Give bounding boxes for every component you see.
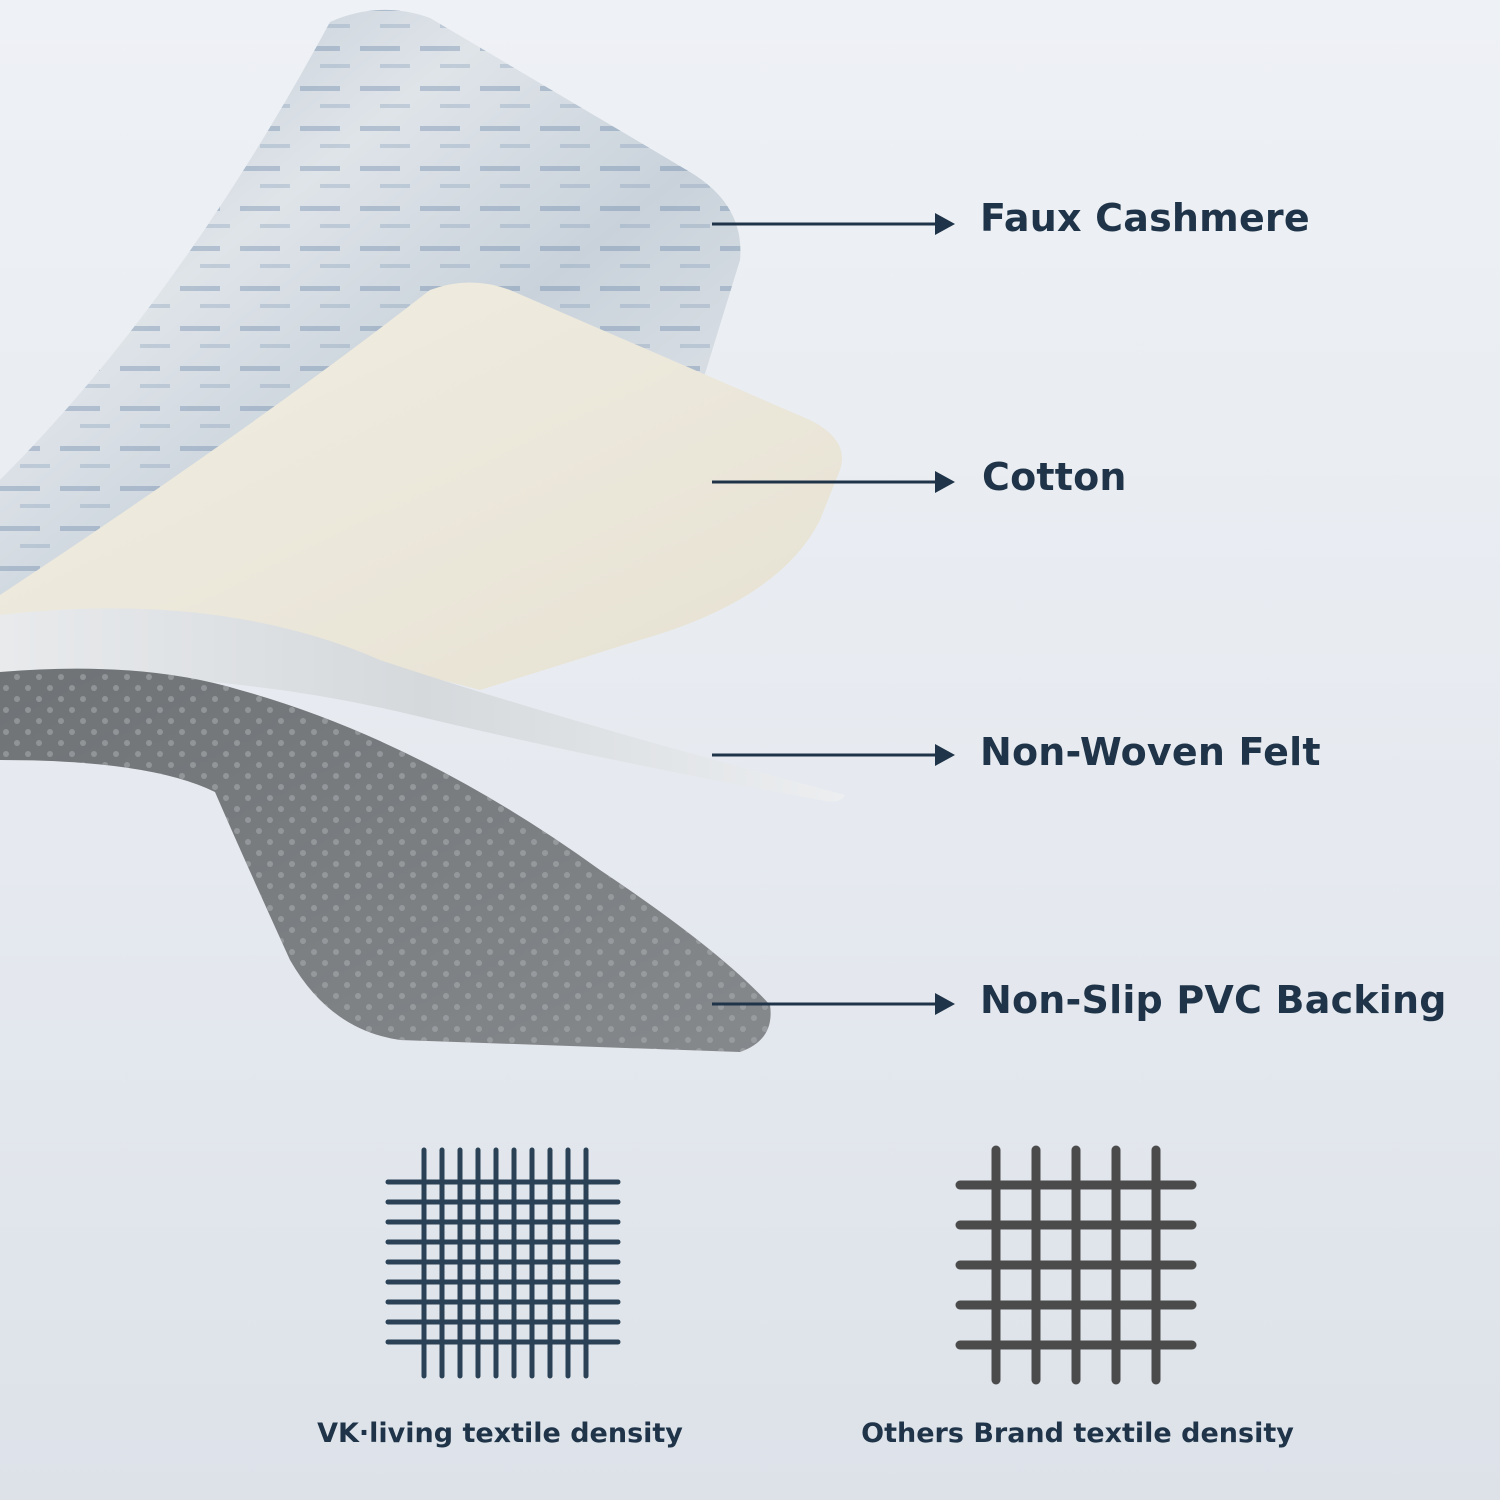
arrow-right-icon: [712, 744, 955, 766]
others-brand-density-caption: Others Brand textile density: [861, 1418, 1294, 1449]
arrow-right-icon: [712, 471, 955, 493]
dense-textile-grid-icon: [385, 1147, 621, 1379]
arrow-right-icon: [712, 213, 955, 235]
non-slip-pvc-backing-label: Non-Slip PVC Backing: [980, 978, 1447, 1022]
non-woven-felt-layer: [0, 608, 845, 802]
arrow-right-icon: [712, 993, 955, 1015]
non-woven-felt-label: Non-Woven Felt: [980, 730, 1321, 774]
sparse-textile-grid-icon: [955, 1145, 1197, 1385]
vk-living-density-caption: VK·living textile density: [317, 1418, 683, 1449]
faux-cashmere-label: Faux Cashmere: [980, 196, 1310, 240]
cotton-label: Cotton: [982, 455, 1127, 499]
cotton-layer: [0, 282, 842, 690]
non-slip-pvc-backing-layer: [0, 668, 771, 1052]
